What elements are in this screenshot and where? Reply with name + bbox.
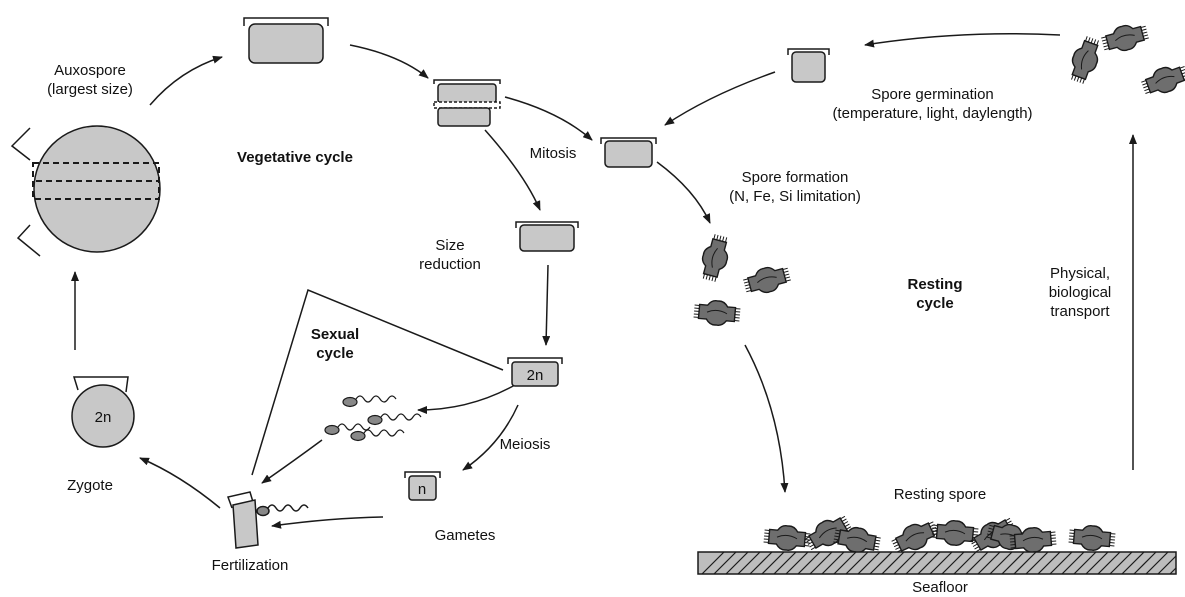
resting-spore-label: Resting spore — [893, 486, 987, 503]
arrow-spores-to-germination — [864, 33, 1061, 48]
arrow-dividing-to-mitosis — [504, 96, 593, 141]
spore-germination-label-line2: (temperature, light, daylength) — [832, 105, 1033, 122]
germinated-cell — [787, 48, 830, 83]
fertilization-label: Fertilization — [211, 557, 289, 574]
meiosis-label: Meiosis — [499, 436, 551, 453]
resting-cycle-label-line2: cycle — [916, 295, 954, 312]
resting-spore-11 — [931, 520, 979, 546]
zygote-cell — [71, 376, 135, 448]
sexual-cycle-label-line1: Sexual — [310, 326, 360, 343]
resting-cycle-label: Resting cycle — [900, 275, 970, 313]
spore-germination-label: Spore germination (temperature, light, d… — [810, 85, 1055, 123]
sperm-cells — [324, 395, 422, 442]
auxospore-label-line1: Auxospore — [54, 62, 126, 79]
resting-spore-4 — [701, 234, 729, 282]
transport-label-line1: Physical, — [1049, 265, 1111, 282]
resting-spores-group — [693, 24, 1185, 554]
resting-spore-15 — [1068, 525, 1116, 551]
vegetative-cycle-label: Vegetative cycle — [237, 149, 353, 166]
transport-label: Physical, biological transport — [1035, 264, 1125, 321]
arrow-dividing-to-size-reduction — [484, 129, 541, 211]
spore-formation-label-line2: (N, Fe, Si limitation) — [729, 188, 861, 205]
resting-spore-6 — [693, 300, 741, 326]
arrow-2n-to-sperm — [417, 384, 516, 414]
arrow-fertilization-to-zygote — [139, 457, 221, 509]
resting-spore-9 — [833, 526, 881, 554]
size-reduction-label-line1: Size — [435, 237, 465, 254]
resting-spore-5 — [743, 266, 791, 294]
arrow-spores-to-seafloor — [744, 344, 789, 493]
gamete-cell-label: n — [418, 481, 426, 498]
transport-label-line2: biological — [1048, 284, 1112, 301]
mitosis-cell — [600, 137, 657, 168]
auxospore-label: Auxospore (largest size) — [30, 61, 150, 99]
mitosis-label: Mitosis — [529, 145, 577, 162]
arrow-auxospore-to-vegetative — [149, 55, 223, 106]
dividing-cell — [433, 79, 501, 127]
arrow-germination-to-mitosis — [664, 71, 776, 126]
resting-spore-8 — [804, 515, 852, 551]
seafloor — [697, 551, 1177, 575]
diploid-cell-label: 2n — [527, 367, 544, 384]
vegetative-cell-large — [243, 17, 329, 64]
transport-label-line3: transport — [1050, 303, 1110, 320]
arrow-2n-to-gamete-n — [462, 404, 519, 471]
sexual-cycle-label: Sexual cycle — [300, 325, 370, 363]
zygote-label: Zygote — [67, 477, 113, 494]
resting-spore-2 — [1101, 24, 1149, 52]
spore-formation-label: Spore formation (N, Fe, Si limitation) — [700, 168, 890, 206]
resting-cycle-label-line1: Resting — [907, 276, 963, 293]
diploid-cell — [507, 357, 563, 387]
sexual-cycle-label-line2: cycle — [316, 345, 354, 362]
arrow-size-reduction-to-2n — [542, 264, 551, 346]
resting-spore-7 — [763, 525, 811, 551]
resting-spore-3 — [1141, 66, 1185, 94]
resting-spore-1 — [1071, 36, 1099, 84]
zygote-cell-label: 2n — [95, 409, 112, 426]
auxospore-cell — [10, 125, 161, 257]
arrow-sperm-to-fertilization — [261, 439, 323, 484]
size-reduction-label-line2: reduction — [419, 256, 481, 273]
sexual-cycle-triangle — [251, 288, 504, 476]
arrow-mitosis-to-spores — [656, 161, 711, 224]
gamete-cell — [404, 471, 441, 501]
spore-formation-label-line1: Spore formation — [741, 169, 849, 186]
seafloor-label: Seafloor — [912, 579, 968, 596]
auxospore-label-line2: (largest size) — [47, 81, 133, 98]
size-reduced-cell — [515, 221, 579, 252]
arrow-gametes-to-fertilization — [271, 516, 384, 529]
spore-germination-label-line1: Spore germination — [871, 86, 994, 103]
fertilization-cell — [227, 491, 309, 549]
size-reduction-label: Size reduction — [410, 236, 490, 274]
arrow-vegetative-to-dividing — [349, 44, 429, 79]
gametes-label: Gametes — [434, 527, 496, 544]
